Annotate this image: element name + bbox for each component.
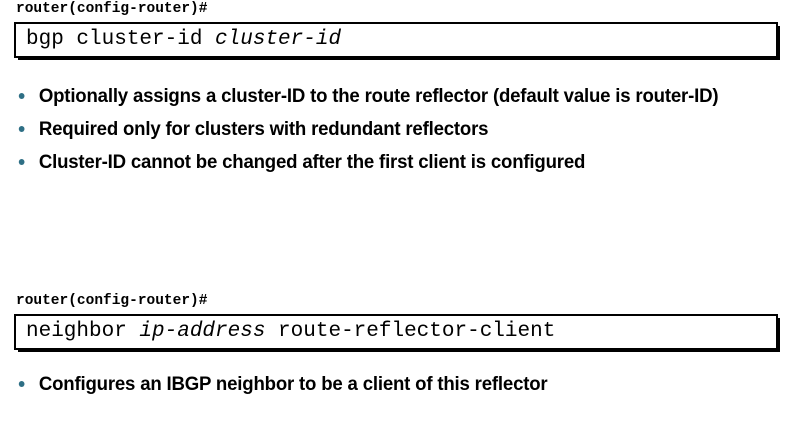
command-group-1: router(config-router)# bgp cluster-id cl… — [14, 0, 778, 58]
command-syntax-2: neighbor ip-address route-reflector-clie… — [16, 320, 555, 344]
bullet-dot-icon — [18, 93, 25, 99]
command-syntax-1: bgp cluster-id cluster-id — [16, 28, 341, 52]
command-argument-1: cluster-id — [215, 28, 342, 51]
cli-prompt-1: router(config-router)# — [16, 1, 208, 17]
bullet-list-2: Configures an IBGP neighbor to be a clie… — [14, 372, 780, 396]
command-suffix-2: route-reflector-client — [265, 320, 556, 343]
command-keyword-2: neighbor — [26, 320, 140, 343]
command-box-2: neighbor ip-address route-reflector-clie… — [14, 314, 778, 350]
list-item: Required only for clusters with redundan… — [14, 117, 746, 141]
list-item: Configures an IBGP neighbor to be a clie… — [14, 372, 746, 396]
bullet-text: Optionally assigns a cluster-ID to the r… — [38, 85, 719, 107]
bullet-dot-icon — [18, 126, 25, 132]
list-item: Cluster-ID cannot be changed after the f… — [14, 150, 746, 174]
command-box-1: bgp cluster-id cluster-id — [14, 22, 778, 58]
cli-prompt-2: router(config-router)# — [16, 293, 208, 309]
command-group-2: router(config-router)# neighbor ip-addre… — [14, 292, 778, 350]
bullet-dot-icon — [18, 381, 25, 387]
bullet-text: Required only for clusters with redundan… — [38, 118, 489, 140]
command-keyword-1: bgp cluster-id — [26, 28, 216, 51]
bullet-text: Cluster-ID cannot be changed after the f… — [38, 151, 586, 173]
bullet-dot-icon — [18, 159, 25, 165]
command-argument-2: ip-address — [139, 320, 266, 343]
bullet-text: Configures an IBGP neighbor to be a clie… — [38, 373, 548, 395]
bullet-list-1: Optionally assigns a cluster-ID to the r… — [14, 84, 780, 174]
list-item: Optionally assigns a cluster-ID to the r… — [14, 84, 746, 108]
